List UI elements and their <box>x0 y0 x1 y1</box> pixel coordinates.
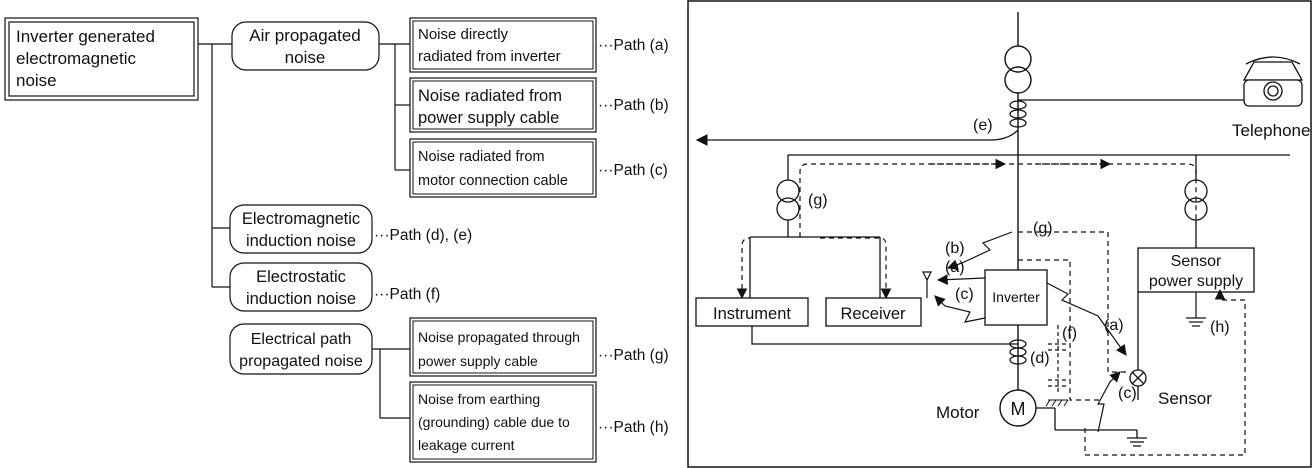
svg-text:Electrical path: Electrical path <box>251 331 352 348</box>
motor-symbol: M <box>1011 399 1026 419</box>
svg-text:Noise radiated from: Noise radiated from <box>418 149 545 165</box>
label-b: (b) <box>945 240 965 257</box>
sensor-icon <box>1129 369 1147 387</box>
leaf-noise-propagated-power-cable: Noise propagated through power supply ca… <box>409 317 597 377</box>
radiation-a-arrow-1 <box>936 274 986 285</box>
tree-connectors-main <box>198 43 232 288</box>
e-induction-arrow <box>695 129 1019 146</box>
instrument-signal-line <box>751 326 1018 345</box>
sensor-label: Sensor <box>1158 389 1212 408</box>
svg-text:Electrostatic: Electrostatic <box>256 268 346 286</box>
instrument-label: Instrument <box>713 305 791 323</box>
svg-text:radiated from inverter: radiated from inverter <box>418 48 561 65</box>
svg-text:power supply cable: power supply cable <box>418 109 559 127</box>
electrostatic-coupling-f <box>1048 325 1068 395</box>
motor-earth-cable <box>1036 407 1147 447</box>
label-d: (d) <box>1030 350 1050 367</box>
svg-text:leakage current: leakage current <box>418 437 515 453</box>
label-a2: (a) <box>1104 317 1124 334</box>
leaf-noise-earthing-cable: Noise from earthing (grounding) cable du… <box>409 381 597 463</box>
circuit-diagram: (e) Telephone (g) <box>687 0 1312 468</box>
dashed-propagation-loop <box>736 158 1197 300</box>
sensor-transformer <box>1184 155 1208 248</box>
radiation-a-arrow-2 <box>1046 282 1127 356</box>
svg-text:Air propagated: Air propagated <box>249 26 361 45</box>
label-e: (e) <box>973 117 993 134</box>
category-em-induction: Electromagnetic induction noise <box>229 204 373 254</box>
label-f: (f) <box>1062 325 1077 342</box>
label-c2: (c) <box>1118 385 1137 402</box>
instrument-transformer <box>749 155 881 298</box>
dashed-leakage-loop <box>1018 231 1246 456</box>
receiver-label: Receiver <box>840 305 906 323</box>
svg-text:motor connection cable: motor connection cable <box>418 173 568 189</box>
antenna-icon <box>922 271 932 298</box>
category-es-induction: Electrostatic induction noise <box>229 262 373 312</box>
svg-text:Noise propagated through: Noise propagated through <box>418 329 580 345</box>
label-a1: (a) <box>945 259 965 276</box>
root-line-3: noise <box>16 71 57 90</box>
svg-text:power supply cable: power supply cable <box>418 353 538 369</box>
svg-text:propagated noise: propagated noise <box>239 353 363 370</box>
path-de-label: ···Path (d), (e) <box>374 227 472 244</box>
sensor-supply-ground <box>1186 292 1206 327</box>
instrument-box <box>695 297 809 327</box>
radiation-c-arrow-2 <box>1096 371 1121 433</box>
root-line-1: Inverter generated <box>16 27 155 46</box>
path-g-label: ···Path (g) <box>598 347 669 364</box>
receiver-box <box>825 297 922 327</box>
label-c1: (c) <box>955 286 974 303</box>
sensor-power-supply-line-2: power supply <box>1149 273 1243 290</box>
telephone-label: Telephone <box>1232 121 1310 140</box>
inverter-box <box>984 269 1048 326</box>
inverter-label: Inverter <box>992 289 1040 305</box>
root-box: Inverter generated electromagnetic noise <box>4 17 199 101</box>
label-h: (h) <box>1210 319 1230 336</box>
circuit-frame <box>687 0 1312 468</box>
path-a-label: ···Path (a) <box>598 37 669 54</box>
radiation-b-arrow <box>946 231 1013 270</box>
svg-text:Noise from earthing: Noise from earthing <box>418 391 540 407</box>
label-g1: (g) <box>808 192 828 209</box>
root-line-2: electromagnetic <box>16 49 137 68</box>
tree-connectors-elec <box>372 348 410 419</box>
svg-text:induction noise: induction noise <box>246 290 356 308</box>
category-electrical-path: Electrical path propagated noise <box>229 323 373 375</box>
category-air-propagated: Air propagated noise <box>231 21 380 71</box>
radiation-c-arrow-1 <box>934 295 986 323</box>
label-g2: (g) <box>1033 220 1053 237</box>
induction-coil-d <box>1009 339 1027 365</box>
path-b-label: ···Path (b) <box>598 97 669 114</box>
leaf-noise-motor-cable: Noise radiated from motor connection cab… <box>409 138 597 198</box>
induction-coil-e <box>1009 100 1027 128</box>
path-f-label: ···Path (f) <box>374 286 440 303</box>
telephone-icon <box>1242 56 1304 107</box>
capacitive-ground <box>1045 399 1069 407</box>
leaf-noise-from-inverter: Noise directly radiated from inverter <box>409 17 597 73</box>
svg-text:induction noise: induction noise <box>246 232 356 250</box>
path-h-label: ···Path (h) <box>598 419 669 436</box>
svg-text:Noise radiated from: Noise radiated from <box>418 87 562 105</box>
svg-text:Electromagnetic: Electromagnetic <box>242 210 360 228</box>
tree-connectors-air <box>379 43 410 171</box>
svg-text:(grounding) cable due to: (grounding) cable due to <box>418 414 570 430</box>
svg-text:noise: noise <box>285 48 326 67</box>
main-transformer <box>1004 12 1032 418</box>
leaf-noise-power-cable: Noise radiated from power supply cable <box>409 77 597 133</box>
path-c-label: ···Path (c) <box>598 162 668 179</box>
motor-label: Motor <box>936 403 980 422</box>
sensor-power-supply-line-1: Sensor <box>1171 253 1222 270</box>
noise-classification-tree: Inverter generated electromagnetic noise… <box>4 17 669 463</box>
svg-text:Noise directly: Noise directly <box>418 26 509 43</box>
